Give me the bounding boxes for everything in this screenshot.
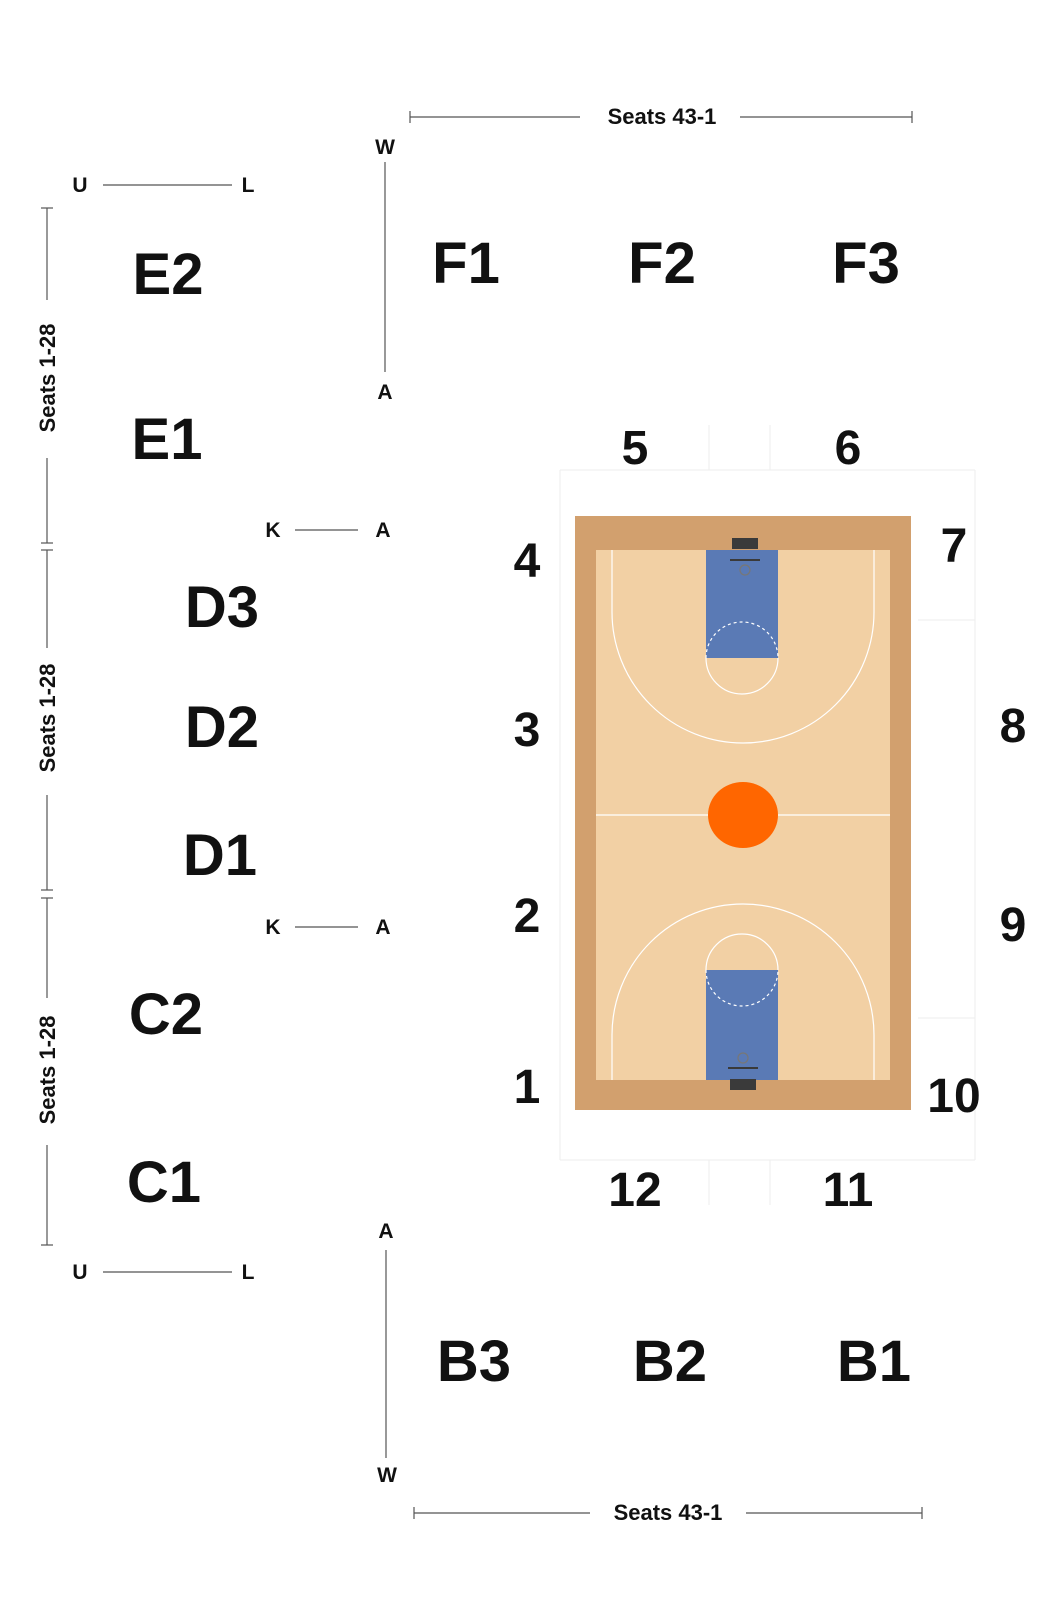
section-labels: E2 E1 D3 D2 D1 C2 C1 F1 F2 F3 B3 B2 B1 bbox=[127, 231, 911, 1394]
courtside-numbers: 1 2 3 4 5 6 7 8 9 10 11 12 bbox=[514, 422, 1027, 1217]
row-marker-w-top: W bbox=[375, 136, 395, 159]
row-marker-l-top: L bbox=[242, 174, 255, 197]
section-f3[interactable]: F3 bbox=[832, 231, 900, 296]
row-marker-u-top: U bbox=[72, 174, 87, 197]
row-marker-a-top: A bbox=[377, 381, 392, 404]
hoop-top bbox=[732, 538, 758, 549]
row-marker-a-1: A bbox=[375, 519, 390, 542]
row-marker-a-bottom: A bbox=[378, 1220, 393, 1243]
section-f1[interactable]: F1 bbox=[432, 231, 500, 296]
courtside-7[interactable]: 7 bbox=[941, 520, 968, 573]
section-d1[interactable]: D1 bbox=[183, 823, 257, 888]
paint-bottom bbox=[706, 970, 778, 1080]
row-markers-ul: U L U L bbox=[72, 174, 254, 1284]
row-markers-ka: K A K A bbox=[265, 519, 390, 939]
courtside-4[interactable]: 4 bbox=[514, 535, 541, 588]
left-upper-seat-range-label: Seats 1-28 bbox=[35, 324, 60, 433]
row-marker-a-2: A bbox=[375, 916, 390, 939]
courtside-10[interactable]: 10 bbox=[927, 1070, 980, 1123]
section-c1[interactable]: C1 bbox=[127, 1150, 201, 1215]
courtside-3[interactable]: 3 bbox=[514, 704, 541, 757]
section-c2[interactable]: C2 bbox=[129, 982, 203, 1047]
courtside-1[interactable]: 1 bbox=[514, 1061, 541, 1114]
courtside-11[interactable]: 11 bbox=[823, 1164, 874, 1217]
center-circle bbox=[708, 782, 778, 848]
top-seat-range-label: Seats 43-1 bbox=[608, 104, 717, 129]
section-b1[interactable]: B1 bbox=[837, 1329, 911, 1394]
row-marker-w-bottom: W bbox=[377, 1464, 397, 1487]
section-d2[interactable]: D2 bbox=[185, 695, 259, 760]
row-marker-k-2: K bbox=[265, 916, 280, 939]
bottom-seat-range: Seats 43-1 bbox=[413, 1500, 923, 1525]
bottom-seat-range-label: Seats 43-1 bbox=[614, 1500, 723, 1525]
row-markers-wa: W A A W bbox=[375, 136, 397, 1487]
courtside-9[interactable]: 9 bbox=[1000, 899, 1027, 952]
left-seat-ranges: Seats 1-28 Seats 1-28 Seats 1-28 bbox=[35, 207, 60, 1246]
top-seat-range: Seats 43-1 bbox=[409, 104, 913, 129]
section-b3[interactable]: B3 bbox=[437, 1329, 511, 1394]
basketball-court bbox=[575, 516, 911, 1110]
courtside-8[interactable]: 8 bbox=[1000, 700, 1027, 753]
courtside-2[interactable]: 2 bbox=[514, 890, 541, 943]
left-middle-seat-range-label: Seats 1-28 bbox=[35, 664, 60, 773]
courtside-5[interactable]: 5 bbox=[622, 422, 649, 475]
section-e1[interactable]: E1 bbox=[132, 407, 203, 472]
courtside-6[interactable]: 6 bbox=[835, 422, 862, 475]
hoop-bottom bbox=[730, 1079, 756, 1090]
row-marker-u-bottom: U bbox=[72, 1261, 87, 1284]
section-b2[interactable]: B2 bbox=[633, 1329, 707, 1394]
section-f2[interactable]: F2 bbox=[628, 231, 696, 296]
row-marker-k-1: K bbox=[265, 519, 280, 542]
courtside-12[interactable]: 12 bbox=[608, 1164, 661, 1217]
section-e2[interactable]: E2 bbox=[133, 242, 204, 307]
left-lower-seat-range-label: Seats 1-28 bbox=[35, 1016, 60, 1125]
section-d3[interactable]: D3 bbox=[185, 575, 259, 640]
row-marker-l-bottom: L bbox=[242, 1261, 255, 1284]
paint-top bbox=[706, 550, 778, 658]
courtside-dividers bbox=[559, 425, 976, 1205]
